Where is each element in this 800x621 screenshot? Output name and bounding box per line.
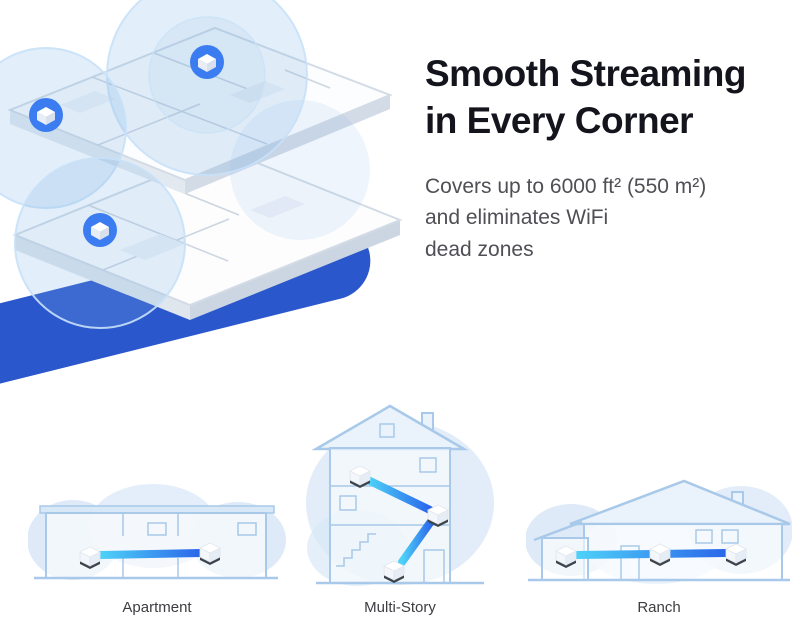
apartment-scene: Apartment xyxy=(28,478,286,616)
mesh-device-icon xyxy=(190,45,224,79)
mesh-device-icon xyxy=(83,213,117,247)
ranch-illustration xyxy=(526,479,792,584)
backhaul-link xyxy=(398,516,436,566)
apartment-label: Apartment xyxy=(122,599,192,616)
multistory-scene: Multi-Story xyxy=(302,398,498,616)
section-heading: Smooth Streaming in Every Corner xyxy=(425,50,800,145)
backhaul-link xyxy=(364,476,434,514)
ranch-scene: Ranch xyxy=(526,468,792,616)
description-line-2: and eliminates WiFi xyxy=(425,206,609,230)
home-coverage-isometric xyxy=(0,0,403,399)
heading-line-2: in Every Corner xyxy=(425,100,694,142)
multistory-label: Multi-Story xyxy=(364,599,436,616)
marketing-copy: Smooth Streaming in Every Corner Covers … xyxy=(425,50,800,265)
description-line-1: Covers up to 6000 ft² (550 m²) xyxy=(425,174,707,198)
multistory-illustration xyxy=(306,404,494,586)
ground-floor-plan xyxy=(12,148,403,320)
ranch-label: Ranch xyxy=(637,599,681,616)
upper-floor-plan xyxy=(7,26,393,194)
section-description: Covers up to 6000 ft² (550 m²) and elimi… xyxy=(425,171,800,266)
description-line-3: dead zones xyxy=(425,237,534,261)
heading-line-1: Smooth Streaming xyxy=(425,53,746,94)
apartment-illustration xyxy=(28,484,286,580)
hero-illustration xyxy=(0,0,430,400)
backhaul-link xyxy=(96,549,204,559)
apartment-house xyxy=(34,505,278,580)
mesh-device-icon xyxy=(29,98,63,132)
